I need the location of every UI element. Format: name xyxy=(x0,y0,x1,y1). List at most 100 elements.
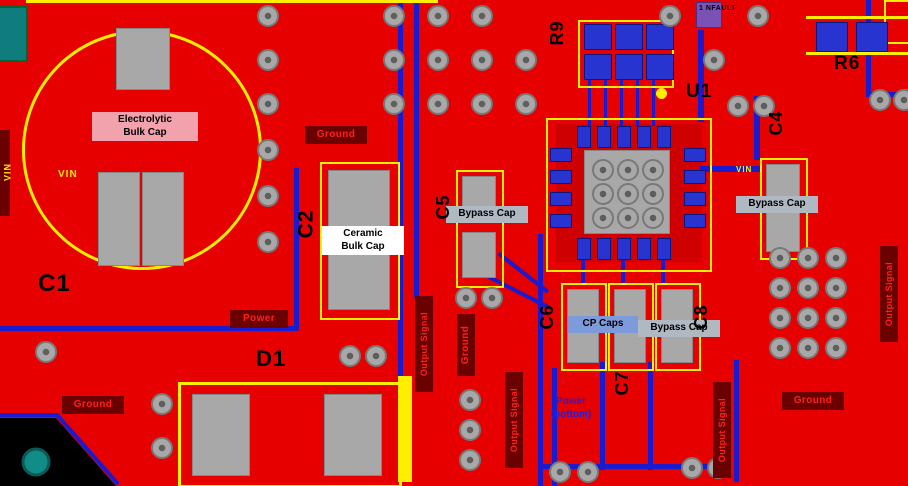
u1-pin-pad[interactable] xyxy=(684,192,706,206)
c1-pad[interactable] xyxy=(98,172,140,266)
r9-pad[interactable] xyxy=(584,24,612,50)
via xyxy=(481,287,503,309)
via xyxy=(257,139,279,161)
c2-pad[interactable] xyxy=(328,246,390,310)
designator-vin: VIN xyxy=(736,165,753,174)
via xyxy=(825,277,847,299)
via xyxy=(642,207,664,229)
u1-pin-pad[interactable] xyxy=(684,170,706,184)
r9-pad[interactable] xyxy=(615,54,643,80)
c5-outline[interactable] xyxy=(456,170,504,288)
via xyxy=(769,247,791,269)
designator-u1: U1 xyxy=(686,81,713,102)
designator-c4: C4 xyxy=(766,110,786,136)
r6-pad[interactable] xyxy=(856,22,888,52)
via xyxy=(825,247,847,269)
trace xyxy=(552,368,557,486)
r9-pad[interactable] xyxy=(615,24,643,50)
via xyxy=(549,461,571,483)
trace xyxy=(538,464,708,469)
silk-top-line xyxy=(26,0,438,3)
via xyxy=(769,307,791,329)
net-label-output-signal: Output Signal xyxy=(713,382,731,478)
c2-pad[interactable] xyxy=(328,170,390,236)
designator-c8: C8 xyxy=(691,304,711,330)
u1-pin-pad[interactable] xyxy=(637,126,651,148)
via xyxy=(427,93,449,115)
trace xyxy=(581,260,585,284)
trace xyxy=(414,0,419,298)
annotation-line: Bulk Cap xyxy=(123,126,167,138)
board-corner-cutout xyxy=(0,413,120,486)
via xyxy=(471,5,493,27)
designator-vin: VIN xyxy=(2,162,13,182)
d1-pad[interactable] xyxy=(324,394,382,476)
u1-pin-pad[interactable] xyxy=(617,238,631,260)
via xyxy=(797,247,819,269)
trace xyxy=(648,362,653,470)
via xyxy=(769,277,791,299)
r9-pad[interactable] xyxy=(646,24,674,50)
net-label-ground: Ground xyxy=(782,392,844,410)
via xyxy=(747,5,769,27)
u1-pin-pad[interactable] xyxy=(577,126,591,148)
trace xyxy=(538,234,543,486)
c4-pad[interactable] xyxy=(766,210,800,252)
u1-pin-pad[interactable] xyxy=(684,214,706,228)
via xyxy=(577,461,599,483)
u1-pin-pad[interactable] xyxy=(617,126,631,148)
u1-pin-pad[interactable] xyxy=(597,238,611,260)
net-label-power: Power xyxy=(230,310,288,328)
via xyxy=(681,457,703,479)
via xyxy=(769,337,791,359)
via xyxy=(797,307,819,329)
u1-pin-pad[interactable] xyxy=(684,148,706,162)
c5-pad[interactable] xyxy=(462,232,496,278)
u1-pin-pad[interactable] xyxy=(577,238,591,260)
dark-edge-patch xyxy=(0,130,10,216)
via xyxy=(515,93,537,115)
c1-pad[interactable] xyxy=(142,172,184,266)
u1-pin-pad[interactable] xyxy=(550,148,572,162)
trace xyxy=(636,78,639,126)
via xyxy=(642,159,664,181)
via xyxy=(471,93,493,115)
corner-trace xyxy=(0,413,120,486)
d1-pad[interactable] xyxy=(192,394,250,476)
u1-pin-pad[interactable] xyxy=(657,238,671,260)
trace xyxy=(734,360,739,482)
via xyxy=(797,337,819,359)
nfault-pad[interactable] xyxy=(696,2,722,28)
c1-pad[interactable] xyxy=(116,28,170,90)
net-label-output-signal: Output Signal xyxy=(415,296,433,392)
annotation-line: Ceramic xyxy=(343,228,383,239)
via xyxy=(151,437,173,459)
via xyxy=(471,49,493,71)
annotation-cp-caps: CP Caps xyxy=(568,316,638,333)
u1-pin-pad[interactable] xyxy=(597,126,611,148)
u1-pin1-dot xyxy=(656,88,667,99)
via xyxy=(459,449,481,471)
annotation-line: Bulk Cap xyxy=(341,240,385,252)
u1-pin-pad[interactable] xyxy=(550,170,572,184)
via xyxy=(35,341,57,363)
u1-pin-pad[interactable] xyxy=(637,238,651,260)
u1-pin-pad[interactable] xyxy=(657,126,671,148)
u1-pin-pad[interactable] xyxy=(550,214,572,228)
designator-r6: R6 xyxy=(834,53,861,74)
r9-pad[interactable] xyxy=(646,54,674,80)
r9-pad[interactable] xyxy=(584,54,612,80)
via xyxy=(592,183,614,205)
designator-nfault: 1 NFAULT xyxy=(699,5,736,12)
annotation-bypass-cap: Bypass Cap xyxy=(638,320,720,337)
designator-c5: C5 xyxy=(433,194,453,220)
via xyxy=(893,89,908,111)
u1-pin-pad[interactable] xyxy=(550,192,572,206)
designator-c7: C7 xyxy=(612,370,632,396)
via xyxy=(151,393,173,415)
r6-pad[interactable] xyxy=(816,22,848,52)
trace xyxy=(661,260,665,284)
via xyxy=(257,93,279,115)
u1-outline[interactable] xyxy=(546,118,712,272)
